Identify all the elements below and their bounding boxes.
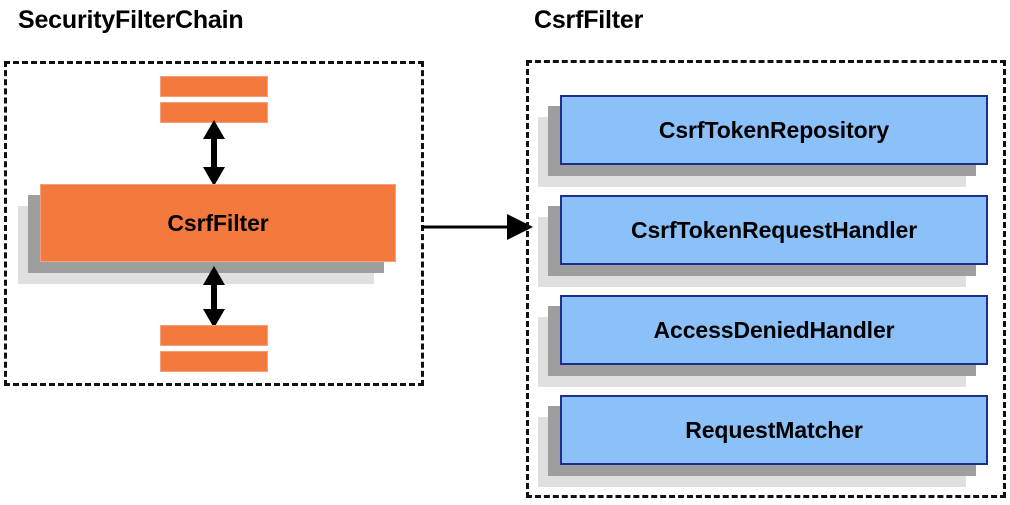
- csrf-filter-label: CsrfFilter: [167, 209, 269, 236]
- double-arrow-up-icon: [203, 120, 225, 186]
- collaborator-label: RequestMatcher: [685, 416, 863, 443]
- connector-arrow-right-icon: [421, 214, 533, 240]
- collaborator-face: CsrfTokenRequestHandler: [560, 195, 988, 265]
- right-panel-title: CsrfFilter: [534, 6, 644, 34]
- collaborator-box-access-denied-handler[interactable]: AccessDeniedHandler: [538, 295, 988, 387]
- collaborator-label: CsrfTokenRepository: [658, 116, 890, 143]
- collaborator-box-csrf-token-request-handler[interactable]: CsrfTokenRequestHandler: [538, 195, 988, 287]
- collaborator-label: CsrfTokenRequestHandler: [630, 216, 918, 243]
- filter-bar-below-1: [160, 325, 268, 346]
- collaborator-face: AccessDeniedHandler: [560, 295, 988, 365]
- double-arrow-down-icon: [203, 266, 225, 328]
- collaborator-face: CsrfTokenRepository: [560, 95, 988, 165]
- collaborator-box-csrf-token-repository[interactable]: CsrfTokenRepository: [538, 95, 988, 187]
- collaborator-face: RequestMatcher: [560, 395, 988, 465]
- filter-bar-below-2: [160, 351, 268, 372]
- filter-bar-above-1: [160, 76, 268, 97]
- csrf-filter-box[interactable]: CsrfFilter: [18, 184, 396, 284]
- collaborator-label: AccessDeniedHandler: [653, 316, 895, 343]
- csrf-filter-face: CsrfFilter: [40, 184, 396, 262]
- collaborator-box-request-matcher[interactable]: RequestMatcher: [538, 395, 988, 487]
- security-filter-chain-container: [4, 61, 424, 386]
- left-panel-title: SecurityFilterChain: [18, 6, 244, 34]
- csrf-filter-detail-container: [526, 60, 1006, 498]
